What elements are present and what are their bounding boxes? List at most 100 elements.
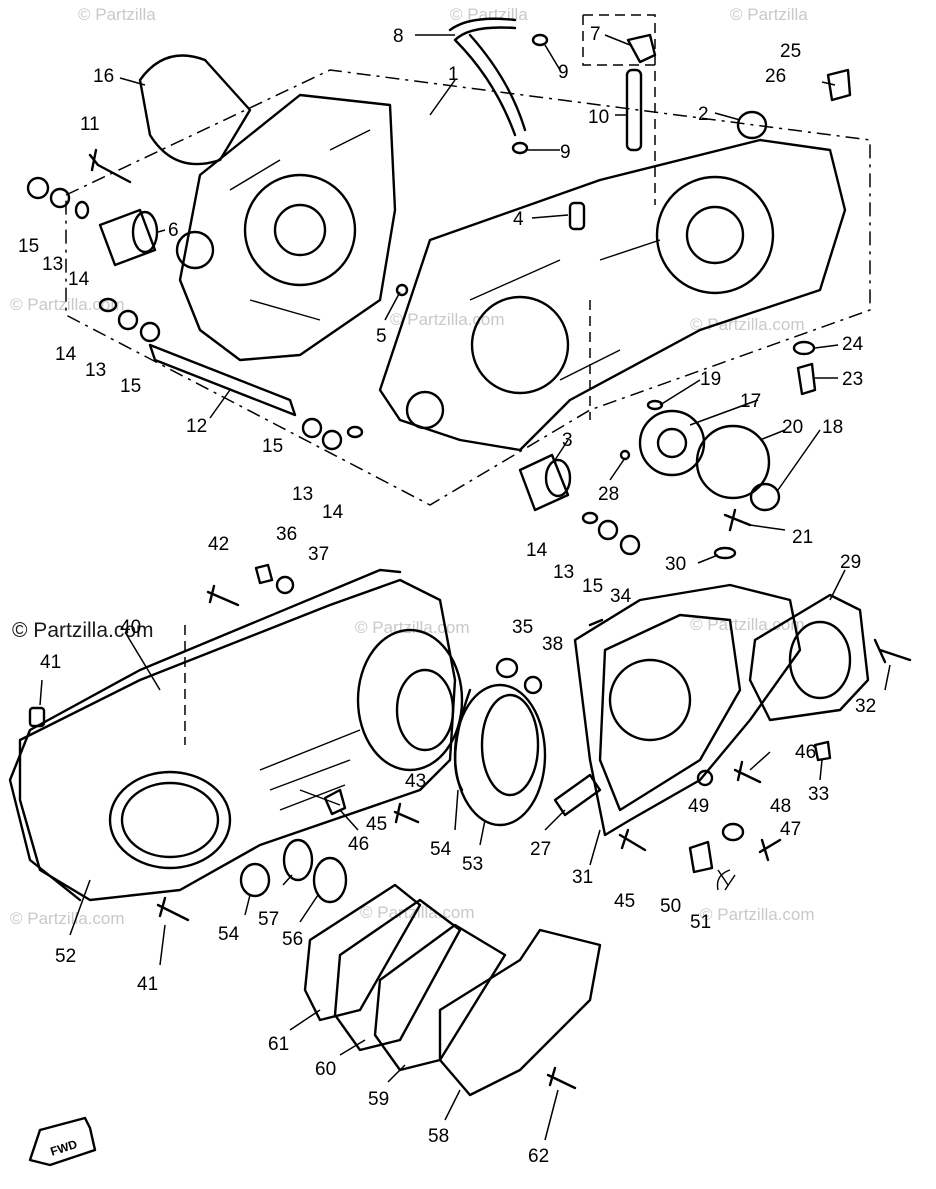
- callout-62: 62: [528, 1146, 549, 1167]
- callout-30: 32: [855, 696, 876, 717]
- collar-upper-left: [26, 176, 50, 200]
- oil-strainer: [553, 773, 602, 817]
- hose-clip-upper: [531, 33, 549, 47]
- callout-14-d: 14: [526, 540, 548, 561]
- oring-38: [696, 769, 714, 787]
- callout-40: 51: [690, 912, 711, 933]
- callout-31: 33: [808, 784, 829, 805]
- right-cover-boss: [608, 658, 692, 742]
- fwd-label: FWD: [49, 1137, 80, 1159]
- callout-13-b: 13: [85, 360, 106, 381]
- screw-62: [546, 1066, 577, 1090]
- case-bolt: [88, 148, 132, 184]
- leader-43: [454, 789, 459, 831]
- callout-8: 8: [393, 26, 404, 47]
- leader-41: [69, 879, 91, 936]
- callout-27: 29: [840, 552, 861, 573]
- washer-37: [721, 822, 745, 842]
- leader-26: [821, 81, 836, 86]
- left-crankcase-hub: [273, 203, 327, 257]
- oring-40: [716, 869, 736, 891]
- callout-39: 50: [660, 896, 681, 917]
- bolt-34: [618, 828, 647, 852]
- assembly-frames: [65, 14, 871, 745]
- leader-29: [697, 554, 719, 564]
- locating-pin: [395, 283, 409, 297]
- callout-1: 1: [448, 64, 459, 85]
- watermark-mid-right: © Partzilla.com: [690, 315, 805, 334]
- leader-55: [339, 809, 359, 831]
- callout-20: 20: [782, 417, 803, 438]
- callout-47: 38: [542, 634, 563, 655]
- callout-43: 54: [430, 839, 452, 860]
- oil-seal: [749, 482, 781, 512]
- fwd-arrow-shape: [28, 1116, 97, 1167]
- callout-59: 59: [368, 1089, 389, 1110]
- callout-13-d: 13: [553, 562, 574, 583]
- watermark-bottom-right: © Partzilla.com: [700, 905, 815, 924]
- oil-pump-hub: [656, 427, 688, 459]
- callout-22: 28: [598, 484, 619, 505]
- right-crankcase-bore: [470, 295, 570, 395]
- leader-6: [157, 229, 166, 233]
- callout-33: 34: [610, 586, 632, 607]
- crankcase-cover: [8, 568, 464, 902]
- callout-52: 43: [405, 771, 426, 792]
- engine-damper-upper: [736, 110, 768, 140]
- washer-46: [275, 575, 295, 595]
- watermark-mid-left: © Partzilla.com: [10, 295, 125, 314]
- callout-54: 45: [366, 814, 387, 835]
- leader-9a: [544, 44, 561, 71]
- oring-shaft: [346, 425, 364, 439]
- leader-50: [159, 924, 166, 966]
- oring-57: [282, 838, 314, 882]
- callout-42: 53: [462, 854, 483, 875]
- leader-32: [589, 829, 601, 866]
- oil-pump-cover-ring: [788, 620, 852, 700]
- callout-7: 5: [376, 326, 387, 347]
- cover-clutch-dome: [356, 628, 464, 772]
- left-crankcase-bore: [243, 173, 357, 287]
- callout-28: 27: [530, 839, 551, 860]
- callout-14-b: 14: [55, 344, 77, 365]
- callout-9-upper: 9: [558, 62, 569, 83]
- right-cover: [573, 583, 802, 837]
- leader-53: [244, 894, 251, 916]
- filter-plate: [333, 898, 462, 1052]
- callout-36: 47: [780, 819, 801, 840]
- collar-lower: [619, 534, 641, 556]
- cover-window: [108, 770, 232, 870]
- collar-44: [495, 657, 519, 679]
- clutch-housing: [453, 683, 547, 827]
- hose-frame: [582, 14, 656, 205]
- callout-21: 21: [792, 527, 813, 548]
- bolt-50: [156, 896, 190, 922]
- callout-9-lower: 9: [560, 142, 571, 163]
- callout-4: 4: [513, 209, 524, 230]
- right-cover-body: [598, 613, 742, 812]
- left-damper-face: [131, 210, 159, 254]
- leader-57: [282, 874, 293, 886]
- crankcase-cover-gasket-48: [8, 568, 402, 902]
- leader-60: [339, 1039, 366, 1056]
- leader-12: [209, 389, 231, 419]
- breather-hose: [448, 17, 527, 137]
- callout-6: 6: [168, 220, 179, 241]
- callout-18: 18: [822, 417, 843, 438]
- hose-elbow: [626, 33, 657, 64]
- leader-4: [531, 214, 569, 219]
- callout-5: 7: [590, 24, 601, 45]
- callout-11: 11: [80, 114, 100, 135]
- callout-50: 41: [137, 974, 158, 995]
- leader-3: [554, 439, 569, 461]
- leader-7: [384, 291, 401, 321]
- leader-18: [777, 429, 821, 491]
- leader-5: [604, 34, 631, 46]
- callout-44: 35: [512, 617, 533, 638]
- bolt-36: [758, 838, 782, 862]
- oring-upper-left: [74, 200, 90, 220]
- left-crankcase-boss: [175, 230, 215, 270]
- air-duct: [438, 928, 602, 1097]
- left-crankcase: [175, 93, 397, 362]
